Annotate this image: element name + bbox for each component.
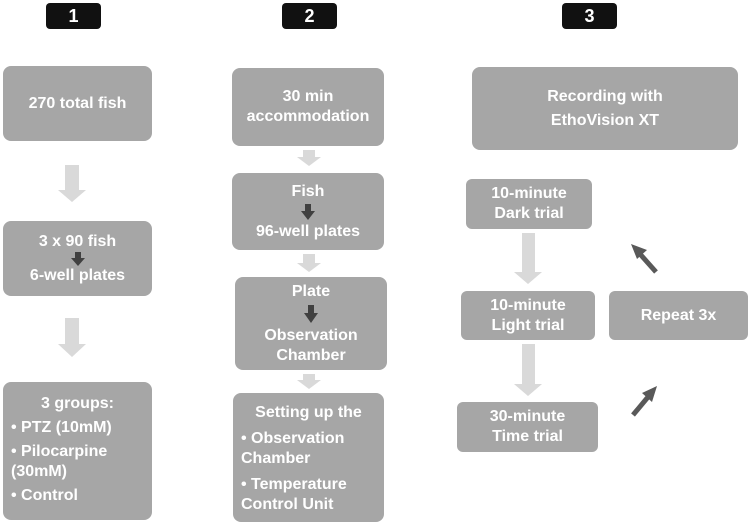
total-fish-label: 270 total fish bbox=[28, 94, 127, 112]
dark-trial-box: 10-minute Dark trial bbox=[466, 179, 592, 229]
repeat-label: Repeat 3x bbox=[640, 306, 717, 324]
plate-label: Plate bbox=[291, 282, 331, 300]
down-arrow-icon bbox=[58, 165, 86, 202]
repeat-box: Repeat 3x bbox=[609, 291, 748, 340]
accommodation-box: 30 min accommodation bbox=[232, 68, 384, 146]
setup-title: Setting up the bbox=[255, 404, 362, 421]
time-trial-box: 30-minute Time trial bbox=[457, 402, 598, 452]
plate-chamber-box: Plate Observation Chamber bbox=[235, 277, 387, 370]
step-badge-3: 3 bbox=[562, 3, 617, 29]
dark-trial-label: 10-minute Dark trial bbox=[491, 185, 567, 222]
down-arrow-icon bbox=[297, 150, 321, 166]
well-plates-label: 96-well plates bbox=[255, 222, 361, 240]
group-item-ptz: • PTZ (10mM) bbox=[11, 419, 112, 436]
down-arrow-icon bbox=[297, 374, 321, 389]
down-arrow-icon bbox=[514, 344, 542, 396]
groups-title: 3 groups: bbox=[41, 395, 114, 412]
fish-split-bottom-label: 6-well plates bbox=[29, 266, 126, 284]
group-item-pilocarpine: • Pilocarpine (30mM) bbox=[11, 443, 108, 480]
fish-plates-box: Fish 96-well plates bbox=[232, 173, 384, 250]
total-fish-box: 270 total fish bbox=[3, 66, 152, 141]
light-trial-box: 10-minute Light trial bbox=[461, 291, 595, 340]
dark-down-arrow-icon bbox=[70, 251, 85, 266]
setup-box: Setting up the • Observation Chamber • T… bbox=[233, 393, 384, 522]
fish-label: Fish bbox=[291, 182, 325, 200]
groups-box: 3 groups: • PTZ (10mM) • Pilocarpine (30… bbox=[3, 382, 152, 520]
setup-item-chamber: • Observation Chamber bbox=[241, 430, 345, 467]
down-arrow-icon bbox=[297, 254, 321, 272]
step-badge-1: 1 bbox=[46, 3, 101, 29]
observation-chamber-label: Observation Chamber bbox=[264, 326, 358, 364]
down-arrow-icon bbox=[58, 318, 86, 357]
diagonal-arrow-up-left-icon bbox=[631, 244, 658, 274]
dark-down-arrow-icon bbox=[304, 304, 318, 323]
fish-split-box: 3 x 90 fish 6-well plates bbox=[3, 221, 152, 296]
time-trial-label: 30-minute Time trial bbox=[489, 408, 566, 445]
light-trial-label: 10-minute Light trial bbox=[490, 296, 566, 334]
group-item-control: • Control bbox=[11, 487, 78, 504]
setup-item-temperature: • Temperature Control Unit bbox=[241, 476, 347, 513]
down-arrow-icon bbox=[514, 233, 542, 284]
step-badge-2: 2 bbox=[282, 3, 337, 29]
dark-down-arrow-icon bbox=[301, 203, 315, 220]
recording-label: Recording with EthoVision XT bbox=[547, 87, 663, 129]
fish-split-top-label: 3 x 90 fish bbox=[38, 232, 117, 250]
recording-box: Recording with EthoVision XT bbox=[472, 67, 738, 150]
diagonal-arrow-up-right-icon bbox=[631, 386, 657, 417]
accommodation-label: 30 min accommodation bbox=[246, 88, 370, 125]
